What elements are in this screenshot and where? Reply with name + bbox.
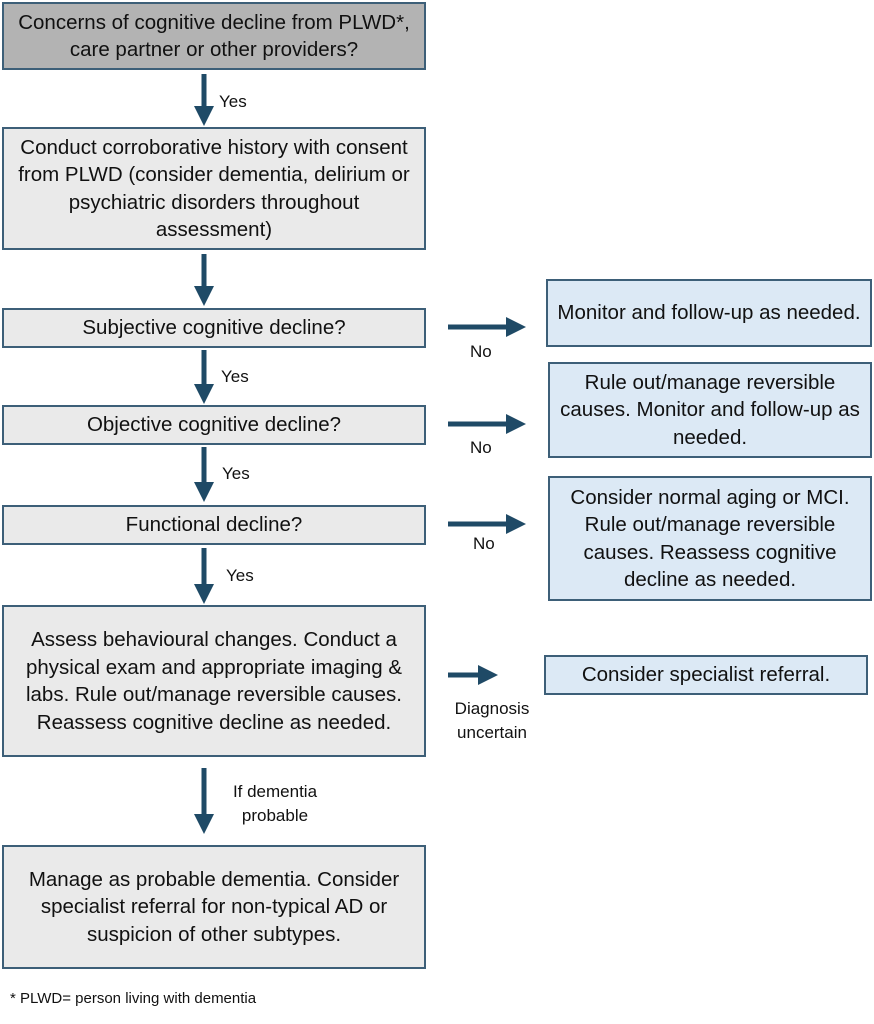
label-yes-4: Yes bbox=[226, 566, 254, 585]
monitor-follow-up-box: Monitor and follow-up as needed. bbox=[546, 279, 872, 347]
subjective-decline-box: Subjective cognitive decline? bbox=[2, 308, 426, 348]
label-yes-2: Yes bbox=[221, 367, 249, 386]
footnote: * PLWD= person living with dementia bbox=[10, 990, 257, 1007]
label-if-dementia-probable: If dementia probable bbox=[232, 782, 318, 825]
corroborative-history-box: Conduct corroborative history with conse… bbox=[2, 127, 426, 250]
assess-behavioural-box: Assess behavioural changes. Conduct a ph… bbox=[2, 605, 426, 757]
concerns-box: Concerns of cognitive decline from PLWD*… bbox=[2, 2, 426, 70]
normal-aging-mci-box: Consider normal aging or MCI. Rule out/m… bbox=[548, 476, 872, 601]
manage-probable-dementia-box: Manage as probable dementia. Consider sp… bbox=[2, 845, 426, 969]
label-yes-3: Yes bbox=[222, 464, 250, 483]
label-no-2: No bbox=[470, 438, 492, 457]
functional-decline-box: Functional decline? bbox=[2, 505, 426, 545]
label-diagnosis-uncertain: Diagnosis uncertain bbox=[454, 699, 530, 742]
objective-decline-box: Objective cognitive decline? bbox=[2, 405, 426, 445]
label-no-3: No bbox=[473, 534, 495, 553]
label-no-1: No bbox=[470, 342, 492, 361]
label-yes-1: Yes bbox=[219, 92, 247, 111]
rule-out-reversible-box: Rule out/manage reversible causes. Monit… bbox=[548, 362, 872, 458]
specialist-referral-box: Consider specialist referral. bbox=[544, 655, 868, 695]
